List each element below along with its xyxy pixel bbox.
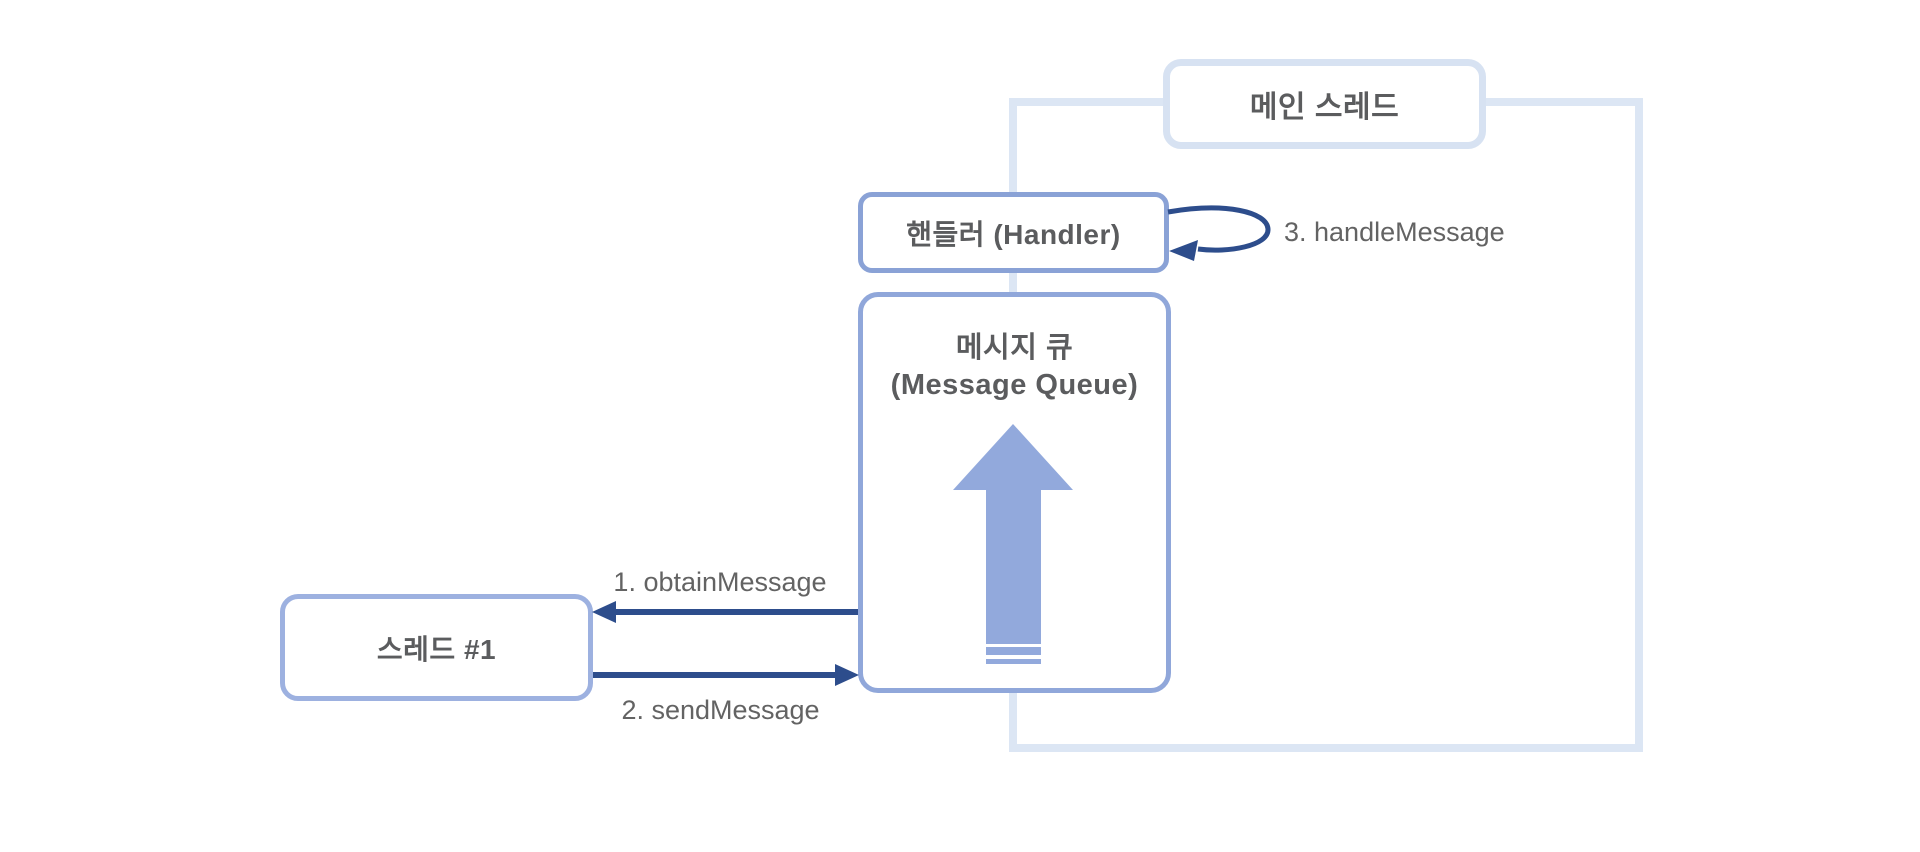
handler-box: 핸들러 (Handler) — [858, 192, 1169, 273]
obtain-message-label: 1. obtainMessage — [613, 567, 827, 597]
main-thread-label-box: 메인 스레드 — [1163, 59, 1486, 149]
obtain-message-arrow — [592, 601, 858, 623]
handler-label: 핸들러 (Handler) — [906, 218, 1121, 250]
thread1-label: 스레드 #1 — [376, 633, 497, 665]
handle-message-label: 3. handleMessage — [1284, 217, 1505, 247]
message-queue-label-ko: 메시지 큐 — [955, 332, 1074, 364]
message-queue-label-en: (Message Queue) — [890, 369, 1139, 401]
send-message-arrow — [593, 664, 859, 686]
message-queue-box: 메시지 큐 (Message Queue) — [858, 292, 1171, 693]
send-message-label: 2. sendMessage — [621, 695, 820, 725]
thread1-box: 스레드 #1 — [280, 594, 593, 701]
main-thread-label: 메인 스레드 — [1249, 91, 1400, 124]
message-queue-label: 메시지 큐 (Message Queue) — [863, 330, 1166, 404]
